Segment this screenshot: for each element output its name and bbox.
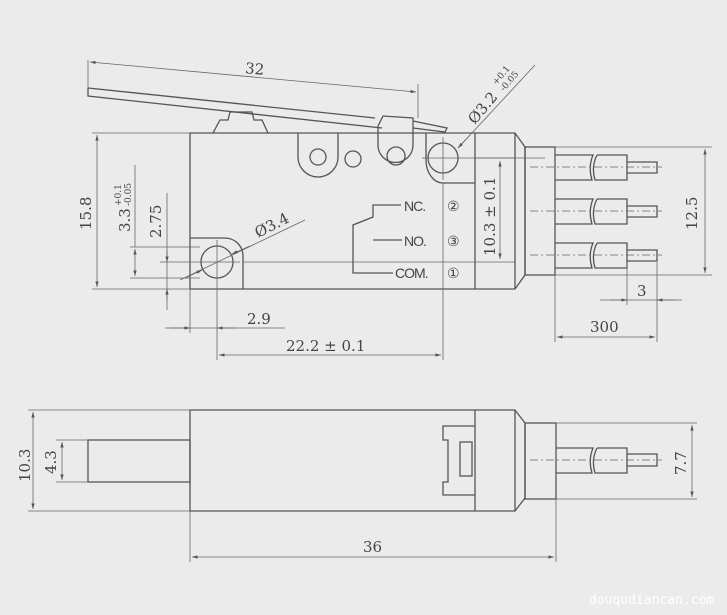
dim-hole-left-height-value: 3.3 bbox=[116, 208, 134, 232]
dim-hole-left-tol-lower: -0.05 bbox=[124, 183, 134, 206]
dim-hole-left-x: 2.9 bbox=[247, 310, 271, 328]
dim-lever-length: 32 bbox=[244, 59, 265, 79]
terminal-label-no: NO. bbox=[404, 233, 426, 249]
terminal-number-nc: ② bbox=[447, 198, 459, 214]
dim-hole-left-dia: Ø3.4 bbox=[252, 209, 292, 241]
bottom-wire bbox=[530, 447, 662, 474]
watermark: douqudiancan.com bbox=[589, 593, 714, 608]
dim-bottom-width: 10.3 bbox=[16, 449, 34, 482]
dim-wire-span: 12.5 bbox=[683, 197, 701, 230]
wire-nc bbox=[530, 154, 662, 181]
dim-hole-vertical-spacing: 10.3 ± 0.1 bbox=[481, 177, 499, 256]
wires bbox=[530, 154, 662, 269]
bottom-view: 10.3 4.3 7.7 36 bbox=[16, 409, 697, 562]
dim-connector-height: 7.7 bbox=[672, 451, 690, 475]
terminal-label-com: COM. bbox=[395, 265, 428, 281]
bottom-body bbox=[87, 409, 557, 512]
terminal-number-no: ③ bbox=[447, 233, 459, 249]
plunger bbox=[212, 111, 269, 134]
wire-com bbox=[530, 242, 662, 269]
dim-hole-left-tol-upper: +0.1 bbox=[114, 184, 124, 206]
bottom-dimension-lines bbox=[28, 409, 697, 562]
dim-wire-length: 300 bbox=[590, 318, 619, 336]
dim-strip-length: 3 bbox=[637, 282, 647, 300]
dim-hole-right-dia: Ø3.2 bbox=[464, 88, 501, 127]
dim-hole-left-height: 3.3 +0.1 -0.05 bbox=[114, 183, 134, 232]
lever bbox=[87, 87, 448, 166]
dim-body-length: 36 bbox=[363, 538, 382, 556]
terminal-number-com: ① bbox=[447, 265, 459, 281]
top-view: NC. ② NO. ③ COM. ① bbox=[77, 59, 712, 360]
switch-schematic bbox=[352, 204, 402, 274]
latch-window bbox=[459, 441, 473, 477]
latch bbox=[442, 425, 475, 496]
dim-hole-spacing: 22.2 ± 0.1 bbox=[286, 337, 365, 355]
dim-height: 15.8 bbox=[77, 197, 95, 230]
wire-no bbox=[530, 198, 662, 225]
dim-plunger-width: 4.3 bbox=[42, 450, 60, 474]
terminal-label-nc: NC. bbox=[404, 198, 425, 214]
dim-hole-left-offset: 2.75 bbox=[147, 205, 165, 238]
dimension-lines bbox=[87, 60, 712, 360]
plunger-stub bbox=[87, 439, 191, 483]
dim-hole-right: Ø3.2 +0.1 -0.05 bbox=[464, 64, 521, 127]
